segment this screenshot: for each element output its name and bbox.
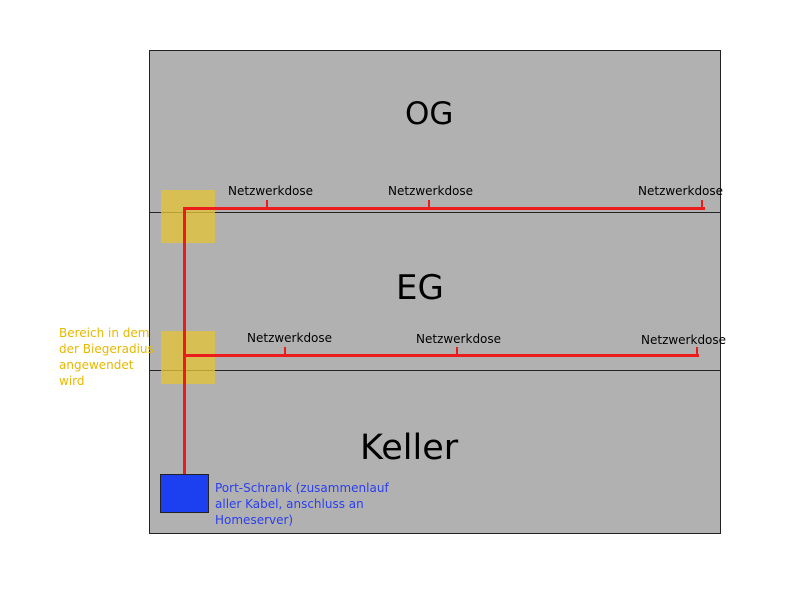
floor-divider-og-eg (150, 212, 721, 213)
socket-tick (284, 347, 286, 355)
port-cabinet (160, 474, 209, 513)
building-outline (149, 50, 721, 534)
bend-radius-zone-og (161, 190, 215, 243)
socket-tick (428, 200, 430, 208)
port-cabinet-note: Port-Schrank (zusammenlauf aller Kabel, … (215, 481, 389, 527)
floor-divider-eg-keller (150, 370, 721, 371)
cable-eg (183, 354, 699, 357)
socket-label-eg-3: Netzwerkdose (641, 333, 727, 347)
socket-tick (456, 347, 458, 355)
cable-og (183, 207, 705, 210)
socket-label-eg-1: Netzwerkdose (247, 331, 333, 345)
socket-label-eg-2: Netzwerkdose (416, 332, 502, 346)
socket-tick (696, 347, 698, 355)
socket-label-og-2: Netzwerkdose (388, 184, 474, 198)
floor-label-og: OG (405, 96, 454, 132)
floor-label-eg: EG (396, 268, 444, 308)
cable-riser (183, 207, 186, 475)
bend-radius-zone-eg (161, 331, 215, 384)
socket-tick (701, 200, 703, 208)
socket-label-og-3: Netzwerkdose (638, 184, 724, 198)
socket-tick (266, 200, 268, 208)
bend-radius-note: Bereich in dem der Biegeradius angewende… (59, 326, 154, 388)
floor-label-keller: Keller (360, 428, 459, 468)
socket-label-og-1: Netzwerkdose (228, 184, 314, 198)
